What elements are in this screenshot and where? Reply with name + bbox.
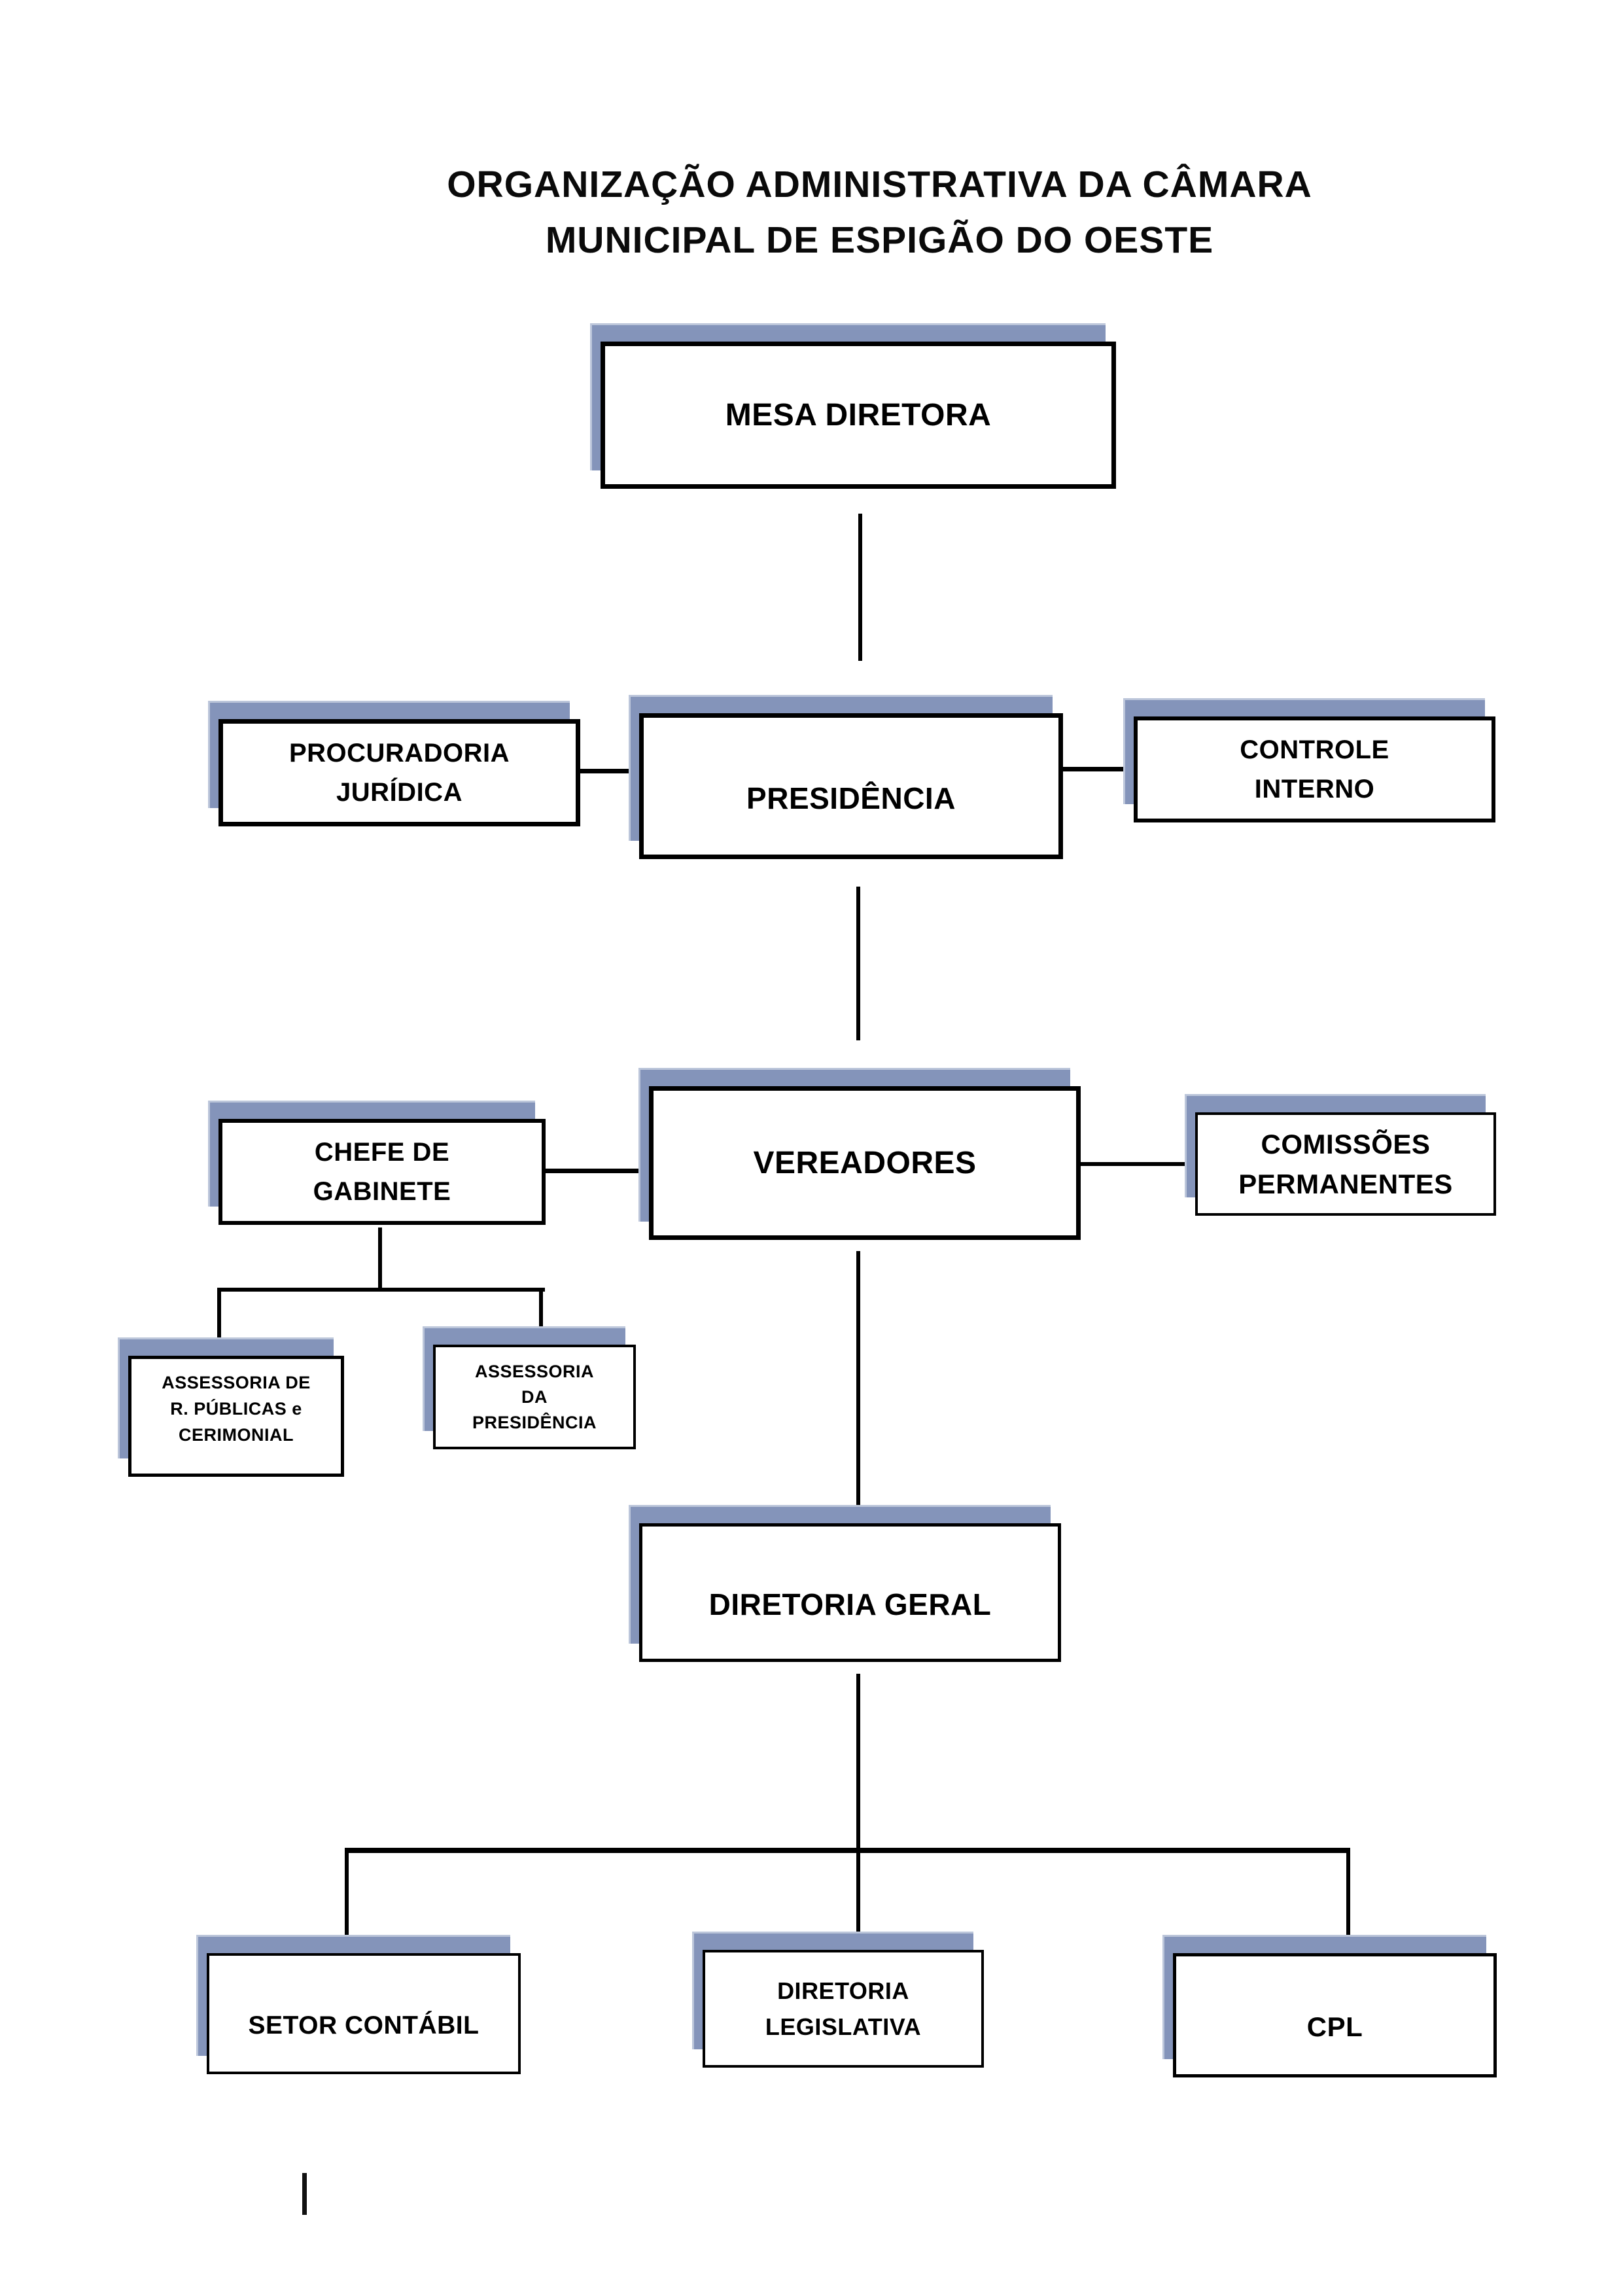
node-assessoria-presidencia: ASSESSORIA DA PRESIDÊNCIA — [423, 1326, 636, 1449]
connector-vereadores-diretoria-geral — [856, 1251, 860, 1519]
node-label: ASSESSORIA — [474, 1361, 595, 1381]
node-label: DA — [521, 1386, 548, 1407]
node-label: SETOR CONTÁBIL — [248, 2011, 480, 2040]
node-procuradoria-juridica: PROCURADORIA JURÍDICA — [208, 701, 580, 826]
node-label: CHEFE DE — [314, 1138, 450, 1167]
node-label: INTERNO — [1254, 775, 1375, 804]
cursor-tick-artifact — [302, 2173, 307, 2215]
connector-bottom-branch-bar — [345, 1848, 1350, 1853]
node-label: CERIMONIAL — [179, 1424, 294, 1445]
node-label: PERMANENTES — [1238, 1169, 1453, 1199]
node-label: PRESIDÊNCIA — [746, 781, 956, 815]
connector-drop-setor-contabil — [345, 1848, 349, 1954]
node-label: DIRETORIA GERAL — [708, 1587, 992, 1621]
node-chefe-de-gabinete: CHEFE DE GABINETE — [208, 1101, 546, 1225]
connector-presidencia-controle — [1063, 767, 1134, 771]
connector-drop-cpl — [1346, 1848, 1350, 1954]
node-label: ASSESSORIA DE — [162, 1372, 311, 1392]
node-label: DIRETORIA — [777, 1977, 909, 2004]
node-assessoria-rp-cerimonial: ASSESSORIA DE R. PÚBLICAS e CERIMONIAL — [118, 1337, 344, 1477]
page-title-line-2: MUNICIPAL DE ESPIGÃO DO OESTE — [545, 219, 1214, 261]
node-label: R. PÚBLICAS e — [170, 1398, 302, 1419]
connector-drop-assessoria-rp — [217, 1288, 221, 1357]
node-label: PRESIDÊNCIA — [472, 1412, 597, 1432]
node-diretoria-legislativa: DIRETORIA LEGISLATIVA — [692, 1932, 984, 2068]
node-label: LEGISLATIVA — [765, 2013, 922, 2040]
page-title: ORGANIZAÇÃO ADMINISTRATIVA DA CÂMARA MUN… — [68, 157, 1623, 268]
node-setor-contabil: SETOR CONTÁBIL — [196, 1935, 521, 2074]
node-cpl: CPL — [1162, 1935, 1497, 2077]
node-mesa-diretora: MESA DIRETORA — [590, 323, 1116, 489]
node-presidencia: PRESIDÊNCIA — [629, 695, 1063, 859]
node-diretoria-geral: DIRETORIA GERAL — [629, 1505, 1061, 1662]
node-label: MESA DIRETORA — [725, 398, 992, 433]
connector-vereadores-comissoes — [1081, 1162, 1195, 1166]
connector-diretoria-geral-stem — [856, 1674, 860, 1850]
node-label: CPL — [1306, 2011, 1363, 2042]
connector-drop-diretoria-legislativa — [856, 1848, 860, 1951]
node-label: VEREADORES — [753, 1146, 977, 1180]
connector-drop-assessoria-presidencia — [539, 1288, 543, 1347]
connector-presidencia-vereadores — [856, 887, 860, 1040]
connector-mesa-presidencia — [858, 514, 862, 661]
connector-chefe-branch-bar — [217, 1288, 545, 1292]
node-label: PROCURADORIA — [288, 739, 510, 768]
connector-procuradoria-presidencia — [580, 769, 639, 773]
node-vereadores: VEREADORES — [638, 1068, 1081, 1240]
connector-chefe-vereadores — [546, 1169, 649, 1173]
node-label: COMISSÕES — [1261, 1129, 1431, 1159]
node-label: JURÍDICA — [336, 778, 462, 807]
page-title-line-1: ORGANIZAÇÃO ADMINISTRATIVA DA CÂMARA — [447, 164, 1312, 205]
connector-chefe-stem — [378, 1227, 382, 1290]
node-label: CONTROLE — [1240, 735, 1389, 764]
node-label: GABINETE — [313, 1177, 451, 1206]
node-comissoes-permanentes: COMISSÕES PERMANENTES — [1185, 1094, 1496, 1216]
node-controle-interno: CONTROLE INTERNO — [1123, 698, 1495, 822]
